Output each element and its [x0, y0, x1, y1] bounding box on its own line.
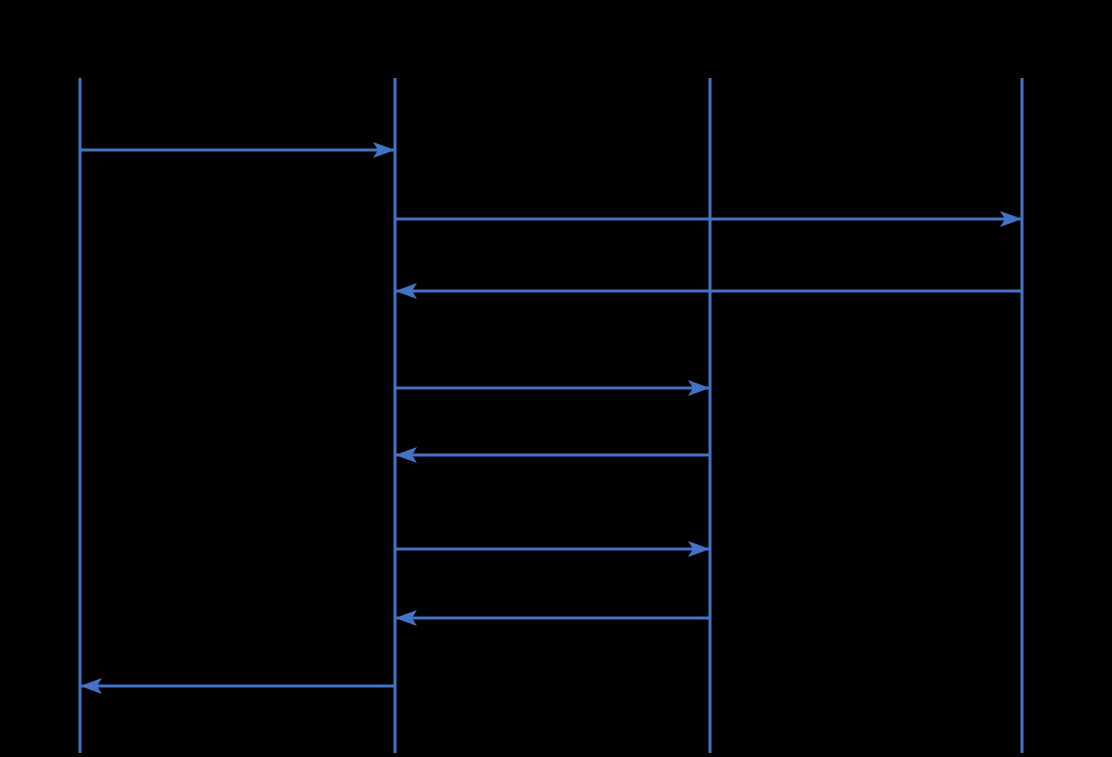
sequence-diagram-canvas — [78, 78, 1024, 753]
sequence-diagram — [78, 78, 1024, 753]
